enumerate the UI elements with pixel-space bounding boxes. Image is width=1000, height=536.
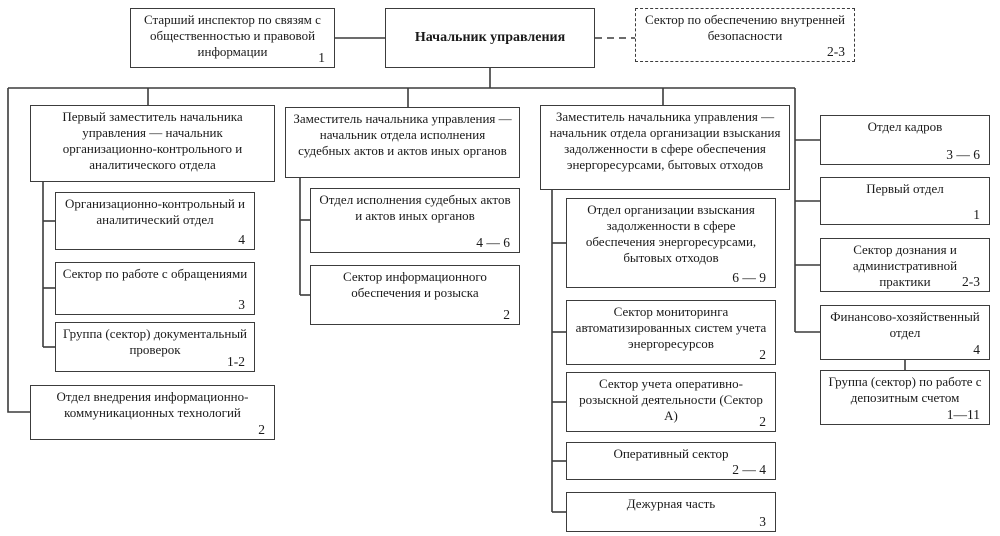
node-info-search-sector: Сектор информационного обеспечения и роз…: [310, 265, 520, 325]
staff-count: 1: [973, 206, 980, 222]
node-enforcement-dept: Отдел исполнения судебных актов и актов …: [310, 188, 520, 253]
node-doc-checks-group: Группа (сектор) документальный проверок …: [55, 322, 255, 372]
node-org-control-dept: Организационно-контрольный и аналитическ…: [55, 192, 255, 250]
node-deputy-3: Заместитель начальника управления — нача…: [540, 105, 790, 190]
staff-count: 1-2: [227, 353, 245, 369]
staff-count: 3 — 6: [946, 146, 980, 162]
node-debt-dept: Отдел организации взыскания задолженност…: [566, 198, 776, 288]
staff-count: 3: [759, 513, 766, 529]
staff-count: 2: [258, 421, 265, 437]
staff-count: 2 — 4: [732, 461, 766, 477]
node-duty-unit: Дежурная часть 3: [566, 492, 776, 532]
node-deputy-1: Первый заместитель начальника управления…: [30, 105, 275, 182]
staff-count: 1—11: [946, 406, 980, 422]
staff-count: 1: [318, 49, 325, 65]
node-inquiry-sector: Сектор дознания и административной практ…: [820, 238, 990, 292]
staff-count: 2-3: [827, 43, 845, 59]
node-internal-security: Сектор по обеспечению внутренней безопас…: [635, 8, 855, 62]
node-appeals-sector: Сектор по работе с обращениями 3: [55, 262, 255, 315]
staff-count: 4: [973, 341, 980, 357]
node-monitoring-sector: Сектор мониторинга автоматизированных си…: [566, 300, 776, 365]
staff-count: 2: [759, 346, 766, 362]
node-deputy-2: Заместитель начальника управления — нача…: [285, 107, 520, 178]
node-senior-inspector: Старший инспектор по связям с общественн…: [130, 8, 335, 68]
staff-count: 2: [759, 413, 766, 429]
staff-count: 4: [238, 231, 245, 247]
node-finance-dept: Финансово-хозяйственный отдел 4: [820, 305, 990, 360]
staff-count: 4 — 6: [476, 234, 510, 250]
node-head: Начальник управления: [385, 8, 595, 68]
node-hr-dept: Отдел кадров 3 — 6: [820, 115, 990, 165]
node-first-dept: Первый отдел 1: [820, 177, 990, 225]
staff-count: 2: [503, 306, 510, 322]
node-deposit-group: Группа (сектор) по работе с депозитным с…: [820, 370, 990, 425]
staff-count: 2-3: [962, 273, 980, 289]
node-operative-sector: Оперативный сектор 2 — 4: [566, 442, 776, 480]
node-it-dept: Отдел внедрения информационно-коммуникац…: [30, 385, 275, 440]
staff-count: 6 — 9: [732, 269, 766, 285]
staff-count: 3: [238, 296, 245, 312]
node-operative-account-sector: Сектор учета оперативно-розыскной деятел…: [566, 372, 776, 432]
